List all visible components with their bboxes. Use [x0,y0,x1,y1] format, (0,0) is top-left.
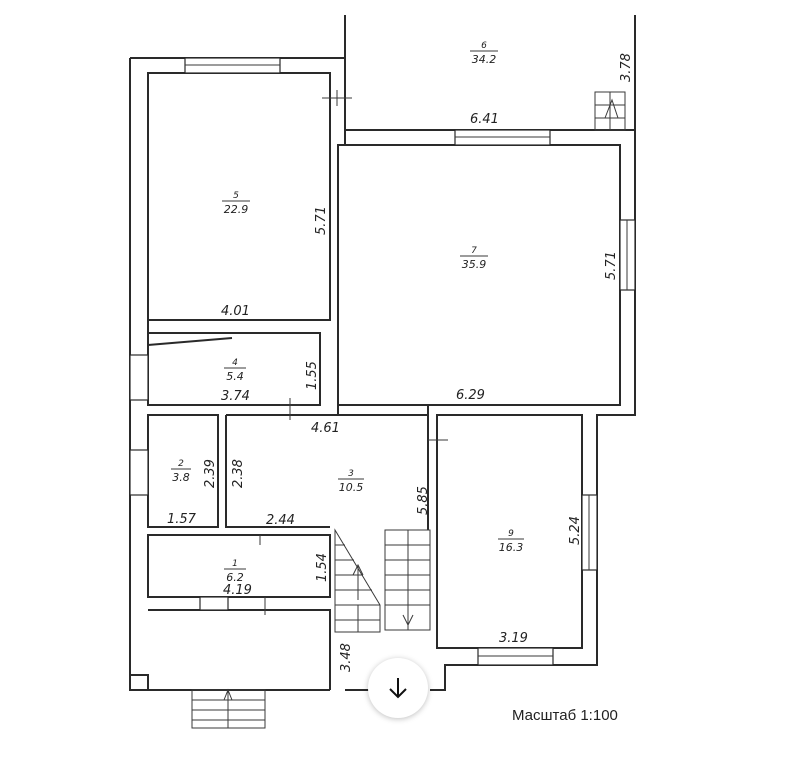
room-label-3: 310.5 [338,469,364,494]
svg-text:34.2: 34.2 [472,53,497,66]
svg-text:5.24: 5.24 [568,516,583,545]
svg-text:5.71: 5.71 [604,251,619,280]
walls [129,15,636,691]
dimension-labels: 3.78 6.41 5.71 4.01 5.71 6.29 1.55 3.74 … [167,53,634,672]
svg-text:22.9: 22.9 [224,203,249,216]
room-label-2: 23.8 [171,459,191,484]
svg-text:10.5: 10.5 [339,481,364,494]
svg-text:4: 4 [232,358,238,368]
svg-text:5.4: 5.4 [226,370,244,383]
staircase [191,91,626,729]
svg-text:3.8: 3.8 [172,471,190,484]
svg-text:3.48: 3.48 [339,643,354,672]
svg-text:3.78: 3.78 [619,53,634,82]
svg-text:4.19: 4.19 [223,583,252,598]
scroll-down-button[interactable] [368,658,428,718]
svg-text:7: 7 [471,246,477,256]
svg-text:5.71: 5.71 [314,206,329,235]
svg-text:2.39: 2.39 [203,459,218,488]
room-label-4: 45.4 [224,358,246,383]
svg-text:16.3: 16.3 [499,541,524,554]
svg-text:5: 5 [233,191,239,201]
svg-text:9: 9 [508,529,514,539]
room-label-9: 916.3 [498,529,524,554]
svg-text:6.41: 6.41 [470,112,499,127]
svg-text:35.9: 35.9 [462,258,487,271]
room-labels: 522.9 634.2 735.9 45.4 23.8 310.5 916.3 … [171,41,524,584]
svg-text:5.85: 5.85 [416,486,431,515]
svg-text:1.57: 1.57 [167,512,197,527]
svg-text:1.55: 1.55 [305,361,320,390]
svg-text:3: 3 [348,469,354,479]
svg-text:1: 1 [232,559,238,569]
room-label-1: 16.2 [224,559,246,584]
svg-text:2: 2 [178,459,184,469]
svg-text:2.38: 2.38 [231,459,246,488]
svg-text:2.44: 2.44 [266,513,295,528]
svg-text:3.19: 3.19 [499,631,528,646]
room-label-5: 522.9 [222,191,250,216]
room-label-6: 634.2 [470,41,498,66]
svg-text:3.74: 3.74 [221,389,250,404]
svg-text:4.61: 4.61 [311,421,340,436]
svg-text:6.2: 6.2 [226,571,244,584]
room-label-7: 735.9 [460,246,488,271]
svg-text:1.54: 1.54 [315,553,330,582]
scale-label: Масштаб 1:100 [512,707,618,724]
svg-text:6.29: 6.29 [456,388,485,403]
svg-text:6: 6 [481,41,487,51]
arrow-down-icon [389,678,407,699]
svg-text:4.01: 4.01 [221,304,250,319]
